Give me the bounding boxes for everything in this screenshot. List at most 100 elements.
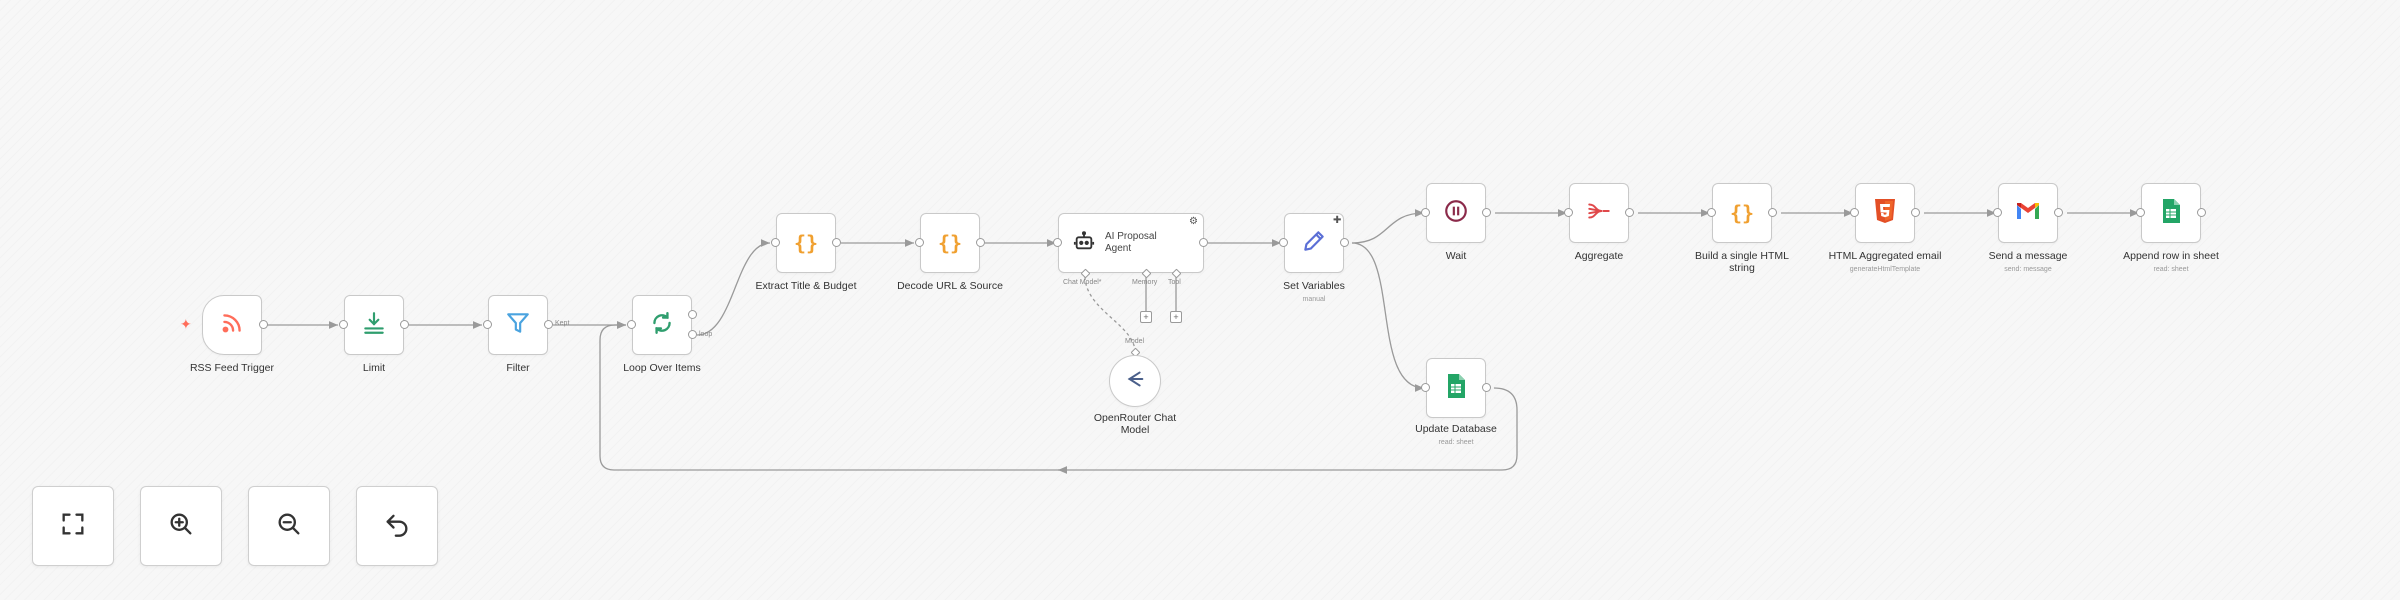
undo-button[interactable]: [356, 486, 438, 566]
google-sheets-icon: [2161, 198, 2181, 229]
node-loop-over-items[interactable]: [632, 295, 692, 355]
edge-update-loop-back: [599, 321, 1518, 471]
label-extract-title-budget: Extract Title & Budget: [755, 280, 857, 292]
set-variables-subtitle: manual: [1302, 296, 1326, 303]
port-extract-in[interactable]: [771, 238, 780, 247]
port-aggregate-out[interactable]: [1625, 208, 1634, 217]
gmail-icon: [2015, 200, 2041, 227]
fit-view-button[interactable]: [32, 486, 114, 566]
port-gmail-in[interactable]: [1993, 208, 2002, 217]
send-message-subtitle: send: message: [2004, 266, 2052, 273]
node-append-row-sheet[interactable]: [2141, 183, 2201, 243]
port-loop-done[interactable]: [688, 310, 697, 319]
port-set-out[interactable]: [1340, 238, 1349, 247]
node-extract-title-budget[interactable]: {}: [776, 213, 836, 273]
port-decode-in[interactable]: [915, 238, 924, 247]
node-decode-url-source[interactable]: {}: [920, 213, 980, 273]
port-agent-in[interactable]: [1053, 238, 1062, 247]
node-rss-feed-trigger[interactable]: [202, 295, 262, 355]
port-label-tool: Tool: [1168, 279, 1181, 286]
port-limit-in[interactable]: [339, 320, 348, 329]
aggregate-icon: [1586, 198, 1612, 229]
node-filter[interactable]: [488, 295, 548, 355]
label-wait: Wait: [1445, 250, 1467, 262]
edge-loop-extract: [696, 239, 771, 336]
label-html-aggregated-email: HTML Aggregated email generateHtmlTempla…: [1810, 250, 1960, 276]
edge-set-wait: [1351, 209, 1425, 244]
label-set-variables: Set Variables manual: [1239, 280, 1389, 306]
label-append-row-sheet: Append row in sheet read: sheet: [2096, 250, 2246, 276]
trigger-bolt-icon: ✦: [180, 316, 192, 332]
node-update-database[interactable]: [1426, 358, 1486, 418]
label-aggregate: Aggregate: [1574, 250, 1624, 262]
html-email-subtitle: generateHtmlTemplate: [1849, 266, 1921, 273]
update-database-subtitle: read: sheet: [1438, 439, 1474, 446]
zoom-out-icon: [275, 510, 303, 543]
append-row-title: Append row in sheet: [2123, 250, 2219, 262]
undo-icon: [383, 510, 411, 543]
edge-set-update: [1351, 242, 1425, 392]
code-braces-icon: {}: [1729, 201, 1755, 225]
port-append-out[interactable]: [2197, 208, 2206, 217]
port-gmail-out[interactable]: [2054, 208, 2063, 217]
port-label-loop: loop: [699, 331, 713, 338]
label-limit: Limit: [362, 362, 386, 374]
code-braces-icon: {}: [937, 231, 963, 255]
node-ai-proposal-agent[interactable]: AI Proposal Agent: [1058, 213, 1204, 273]
port-agent-out[interactable]: [1199, 238, 1208, 247]
node-limit[interactable]: [344, 295, 404, 355]
set-variables-title: Set Variables: [1283, 280, 1345, 292]
node-set-variables[interactable]: [1284, 213, 1344, 273]
port-wait-out[interactable]: [1482, 208, 1491, 217]
google-sheets-icon: [1446, 373, 1466, 404]
port-build-out[interactable]: [1768, 208, 1777, 217]
port-html-in[interactable]: [1850, 208, 1859, 217]
port-html-out[interactable]: [1911, 208, 1920, 217]
pencil-icon: [1301, 228, 1327, 259]
port-wait-in[interactable]: [1421, 208, 1430, 217]
port-append-in[interactable]: [2136, 208, 2145, 217]
add-tool-button[interactable]: +: [1170, 311, 1182, 323]
port-rss-out[interactable]: [259, 320, 268, 329]
node-html-aggregated-email[interactable]: [1855, 183, 1915, 243]
node-aggregate[interactable]: [1569, 183, 1629, 243]
label-update-database: Update Database read: sheet: [1381, 423, 1531, 449]
node-build-html-string[interactable]: {}: [1712, 183, 1772, 243]
code-braces-icon: {}: [793, 231, 819, 255]
port-set-in[interactable]: [1279, 238, 1288, 247]
append-row-subtitle: read: sheet: [2153, 266, 2189, 273]
port-label-filter-kept: Kept: [555, 320, 570, 327]
loop-icon: [649, 310, 675, 341]
port-filter-out[interactable]: [544, 320, 553, 329]
label-loop-over-items: Loop Over Items: [623, 362, 701, 374]
port-update-out[interactable]: [1482, 383, 1491, 392]
add-memory-button[interactable]: +: [1140, 311, 1152, 323]
fit-view-icon: [59, 510, 87, 543]
port-build-in[interactable]: [1707, 208, 1716, 217]
zoom-in-button[interactable]: [140, 486, 222, 566]
label-filter: Filter: [506, 362, 530, 374]
label-build-html-string: Build a single HTML string: [1695, 250, 1789, 274]
label-openrouter-chat-model: OpenRouter Chat Model: [1093, 412, 1177, 436]
port-aggregate-in[interactable]: [1564, 208, 1573, 217]
port-label-openrouter-model: Model: [1125, 338, 1145, 345]
pinned-icon: ✚: [1333, 215, 1342, 226]
port-loop-in[interactable]: [627, 320, 636, 329]
port-update-in[interactable]: [1421, 383, 1430, 392]
update-database-title: Update Database: [1415, 423, 1497, 435]
node-send-message[interactable]: [1998, 183, 2058, 243]
port-filter-in[interactable]: [483, 320, 492, 329]
port-label-chat-model: Chat Model*: [1063, 279, 1102, 286]
port-decode-out[interactable]: [976, 238, 985, 247]
pause-icon: [1443, 198, 1469, 229]
node-wait[interactable]: [1426, 183, 1486, 243]
rss-icon: [219, 310, 245, 341]
zoom-out-button[interactable]: [248, 486, 330, 566]
node-openrouter-chat-model[interactable]: [1109, 355, 1161, 407]
port-limit-out[interactable]: [400, 320, 409, 329]
port-loop-loop[interactable]: [688, 330, 697, 339]
edge-openrouter-agent: [1084, 275, 1136, 353]
port-extract-out[interactable]: [832, 238, 841, 247]
